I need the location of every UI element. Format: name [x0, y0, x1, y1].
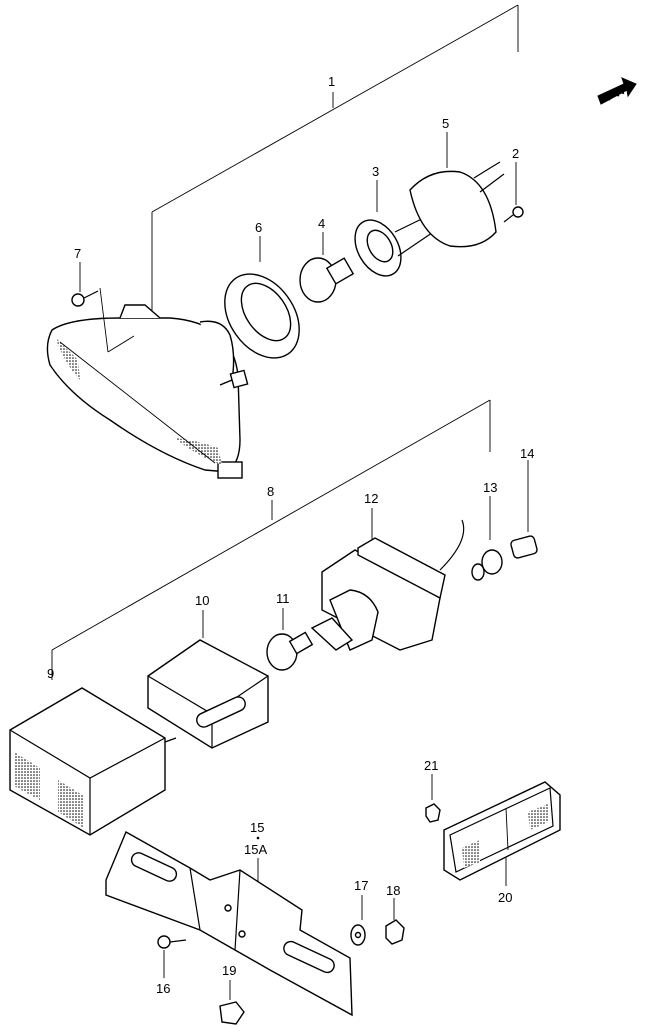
bracket-line-assembly-8	[51, 399, 491, 680]
callout-8: 8	[267, 484, 274, 499]
part-10-cover	[147, 610, 269, 749]
part-14-spacer	[510, 460, 538, 559]
callout-16: 16	[156, 981, 170, 996]
part-11-bulb	[266, 608, 314, 671]
callout-7: 7	[74, 246, 81, 261]
part-16-screw	[157, 935, 187, 978]
callout-10: 10	[195, 593, 209, 608]
callout-9: 9	[47, 666, 54, 681]
callout-15-dot	[256, 836, 260, 840]
fwd-arrow-icon: FWD	[597, 77, 637, 105]
part-2-screw	[503, 162, 524, 223]
part-6-socket-ring	[224, 236, 300, 359]
part-13-grommet	[471, 496, 503, 581]
callout-5: 5	[442, 116, 449, 131]
callout-2: 2	[512, 146, 519, 161]
callout-6: 6	[255, 220, 262, 235]
callout-1: 1	[328, 74, 335, 89]
callout-21: 21	[424, 758, 438, 773]
part-17-washer	[350, 895, 366, 946]
callout-12: 12	[364, 491, 378, 506]
callout-14: 14	[520, 446, 534, 461]
callout-18: 18	[386, 883, 400, 898]
part-4-bulb	[299, 232, 355, 303]
part-19-clip	[219, 980, 245, 1025]
callout-4: 4	[318, 216, 325, 231]
part-9-lens	[9, 687, 177, 836]
part-18-nut	[385, 898, 405, 945]
part-3-socket	[354, 180, 449, 277]
part-5-gasket	[409, 132, 505, 248]
callout-3: 3	[372, 164, 379, 179]
callout-15a: 15A	[244, 842, 267, 857]
callout-13: 13	[483, 480, 497, 495]
part-7-screw	[71, 262, 135, 353]
part-20-reflector	[443, 781, 561, 886]
bracket-line-assembly-1	[151, 4, 519, 316]
part-1-lamp-housing	[46, 304, 249, 479]
callout-11: 11	[276, 591, 290, 606]
fwd-label: FWD	[603, 78, 636, 104]
part-12-socket-housing	[310, 508, 465, 651]
callout-20: 20	[498, 890, 512, 905]
callout-17: 17	[354, 878, 368, 893]
callout-19: 19	[222, 963, 236, 978]
callout-15: 15	[250, 820, 264, 835]
part-21-nut	[425, 774, 441, 823]
part-15-plate-bracket	[105, 831, 353, 1017]
